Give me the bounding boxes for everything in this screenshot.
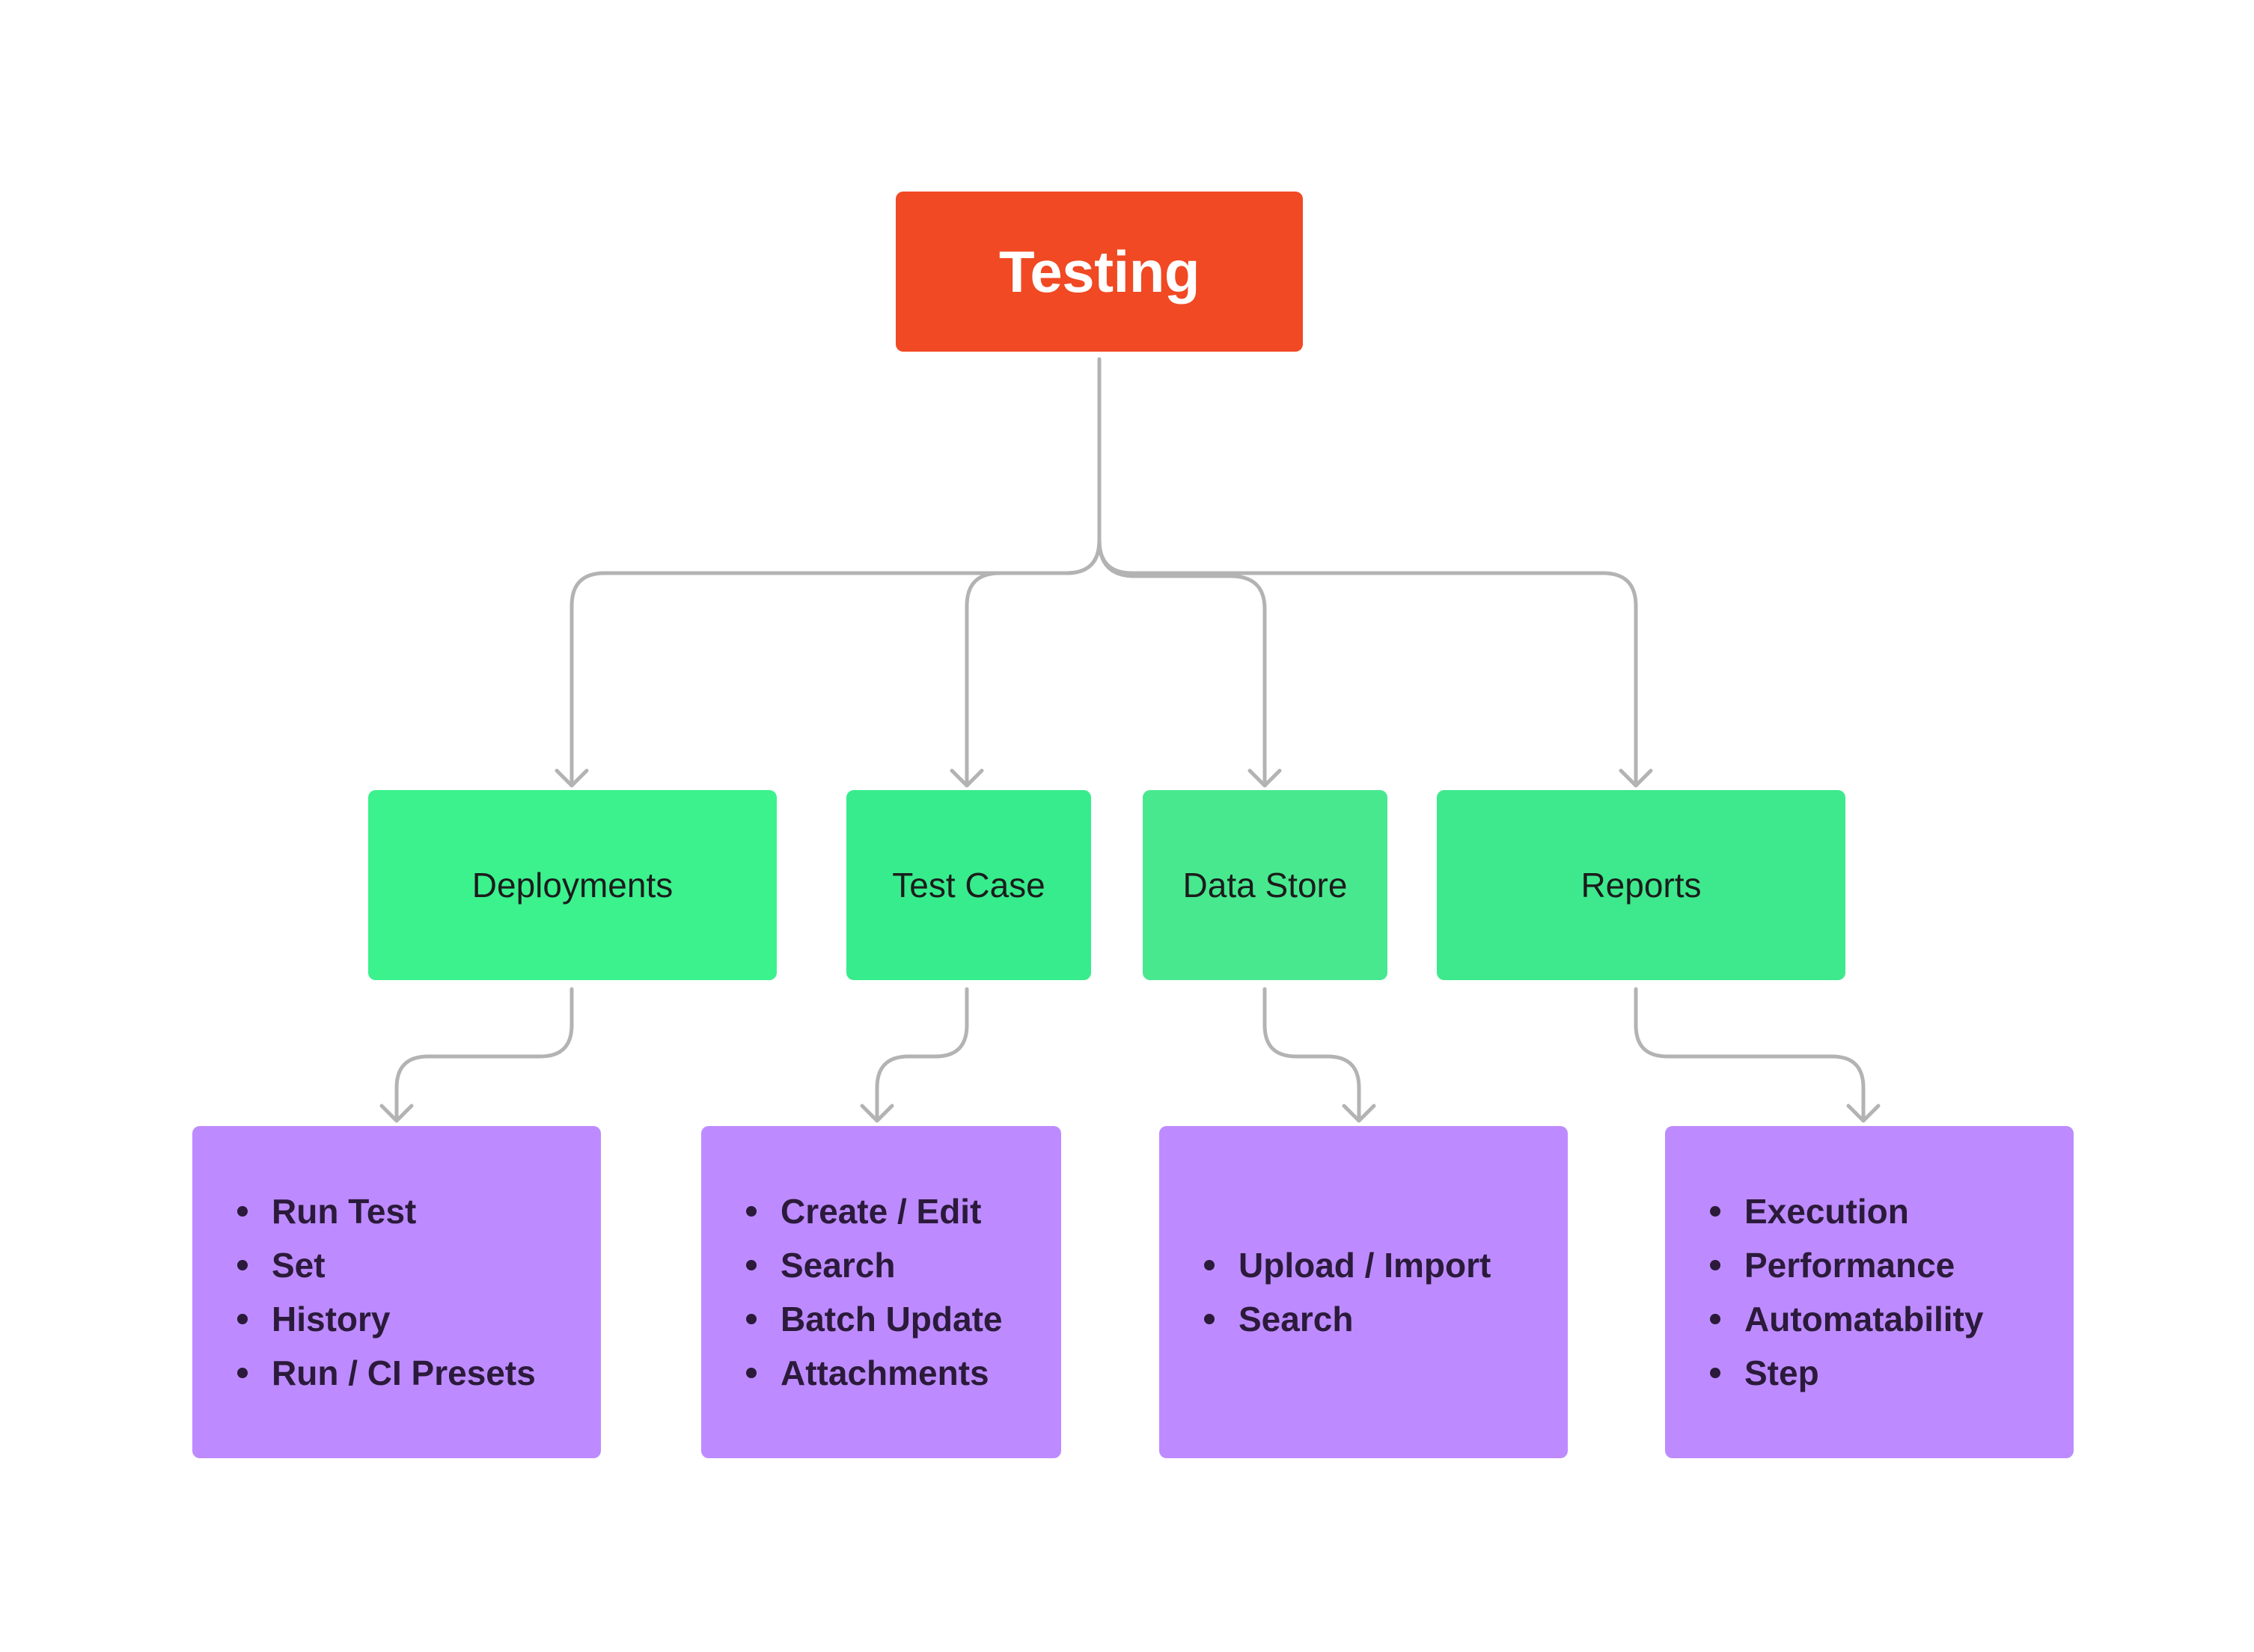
- category-node-deployments: Deployments: [368, 790, 777, 980]
- list-item-label: Attachments: [781, 1353, 989, 1392]
- category-node-test-case: Test Case: [846, 790, 1091, 980]
- connector-root-to-deployments: [569, 538, 1102, 785]
- bullet-icon: [237, 1314, 248, 1324]
- list-item: Upload / Import: [1204, 1238, 1491, 1292]
- arrowhead-deployments: [555, 768, 589, 788]
- leaf-list-data-store: Upload / Import Search: [1204, 1238, 1491, 1346]
- bullet-icon: [746, 1206, 757, 1217]
- arrowhead-reports-list: [1846, 1104, 1881, 1123]
- category-label-deployments: Deployments: [471, 866, 674, 905]
- list-item-label: Search: [781, 1246, 896, 1285]
- list-item-label: Execution: [1744, 1192, 1909, 1231]
- list-item: Search: [746, 1238, 1002, 1292]
- list-item-label: Search: [1239, 1300, 1354, 1339]
- connector-reports-to-list: [1634, 987, 1866, 1120]
- category-label-reports: Reports: [1580, 866, 1702, 905]
- connector-data-store-to-list: [1262, 987, 1361, 1120]
- list-item-label: Performance: [1744, 1246, 1955, 1285]
- bullet-icon: [746, 1260, 757, 1270]
- bullet-icon: [1710, 1314, 1720, 1324]
- connector-root-to-data-store: [1097, 538, 1267, 785]
- list-item-label: Run Test: [272, 1192, 417, 1231]
- category-node-reports: Reports: [1437, 790, 1845, 980]
- root-node-label: Testing: [998, 238, 1200, 305]
- list-item-label: Set: [272, 1246, 326, 1285]
- bullet-icon: [237, 1260, 248, 1270]
- bullet-icon: [1710, 1260, 1720, 1270]
- leaf-node-data-store: Upload / Import Search: [1159, 1126, 1568, 1458]
- list-item: Attachments: [746, 1346, 1002, 1400]
- bullet-icon: [1710, 1368, 1720, 1378]
- category-node-data-store: Data Store: [1143, 790, 1387, 980]
- leaf-node-reports: Execution Performance Automatability Ste…: [1665, 1126, 2074, 1458]
- list-item: Step: [1710, 1346, 1983, 1400]
- list-item: Search: [1204, 1292, 1491, 1346]
- leaf-list-deployments: Run Test Set History Run / CI Presets: [237, 1184, 536, 1400]
- list-item-label: Batch Update: [781, 1300, 1003, 1339]
- arrowhead-deployments-list: [379, 1104, 414, 1123]
- bullet-icon: [746, 1314, 757, 1324]
- category-label-data-store: Data Store: [1182, 866, 1348, 905]
- list-item: Automatability: [1710, 1292, 1983, 1346]
- leaf-node-test-case: Create / Edit Search Batch Update Attach…: [701, 1126, 1061, 1458]
- arrowhead-test-case: [950, 768, 984, 788]
- list-item: Batch Update: [746, 1292, 1002, 1346]
- category-label-test-case: Test Case: [892, 866, 1045, 905]
- connector-root-to-test-case: [965, 538, 1102, 785]
- list-item-label: History: [272, 1300, 391, 1339]
- root-node-testing: Testing: [896, 192, 1303, 352]
- bullet-icon: [746, 1368, 757, 1378]
- connector-deployments-to-list: [394, 987, 574, 1120]
- list-item-label: Create / Edit: [781, 1192, 982, 1231]
- arrowhead-reports: [1619, 768, 1653, 788]
- connector-root-to-reports: [1097, 538, 1638, 785]
- bullet-icon: [237, 1368, 248, 1378]
- arrowhead-data-store: [1247, 768, 1282, 788]
- list-item-label: Upload / Import: [1239, 1246, 1491, 1285]
- list-item-label: Run / CI Presets: [272, 1353, 536, 1392]
- leaf-node-deployments: Run Test Set History Run / CI Presets: [192, 1126, 601, 1458]
- bullet-icon: [1204, 1314, 1215, 1324]
- arrowhead-test-case-list: [860, 1104, 894, 1123]
- bullet-icon: [237, 1206, 248, 1217]
- bullet-icon: [1204, 1260, 1215, 1270]
- list-item: Run / CI Presets: [237, 1346, 536, 1400]
- list-item: History: [237, 1292, 536, 1346]
- list-item-label: Step: [1744, 1353, 1819, 1392]
- list-item: Performance: [1710, 1238, 1983, 1292]
- bullet-icon: [1710, 1206, 1720, 1217]
- leaf-list-test-case: Create / Edit Search Batch Update Attach…: [746, 1184, 1002, 1400]
- list-item-label: Automatability: [1744, 1300, 1984, 1339]
- connector-test-case-to-list: [875, 987, 969, 1120]
- leaf-list-reports: Execution Performance Automatability Ste…: [1710, 1184, 1983, 1400]
- arrowhead-data-store-list: [1342, 1104, 1376, 1123]
- list-item: Set: [237, 1238, 536, 1292]
- list-item: Run Test: [237, 1184, 536, 1238]
- list-item: Create / Edit: [746, 1184, 1002, 1238]
- list-item: Execution: [1710, 1184, 1983, 1238]
